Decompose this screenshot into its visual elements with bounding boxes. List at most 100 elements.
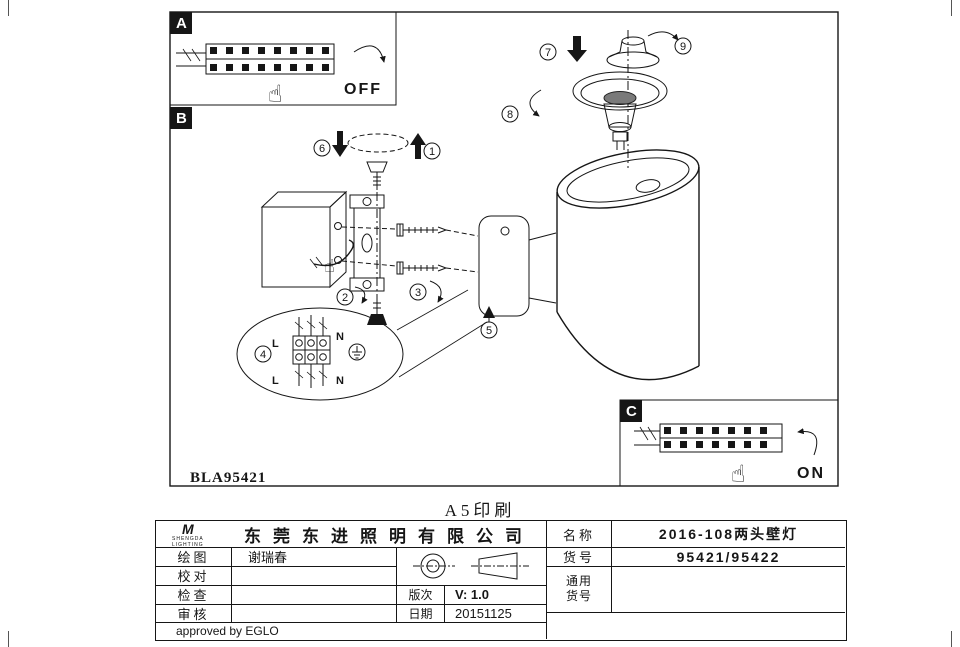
- registration-mark: [951, 0, 952, 16]
- projection-symbol: [397, 547, 546, 585]
- rotate-arrow-icon: [647, 31, 679, 41]
- date-value: 20151125: [455, 605, 512, 621]
- version-value: V: 1.0: [455, 587, 489, 602]
- print-size-note: A5印刷: [444, 501, 516, 520]
- junction-box: [260, 190, 397, 289]
- panel-a-label: A: [176, 15, 187, 32]
- cable: [176, 48, 206, 67]
- review-value: [232, 604, 396, 622]
- common-item-label-line1: 通用: [565, 574, 592, 588]
- callout-5: [480, 321, 498, 339]
- table-grid-line: [156, 585, 546, 586]
- rotate-arrow-icon: [529, 89, 542, 117]
- on-label: ON: [797, 465, 825, 482]
- table-grid-line: [396, 547, 397, 622]
- logo-mark: M: [182, 521, 194, 537]
- callout-2-number: 2: [342, 292, 348, 304]
- callout-1-number: 1: [429, 146, 435, 158]
- approved-note: approved by EGLO: [176, 623, 279, 638]
- panel-c-label: C: [626, 403, 637, 420]
- exploded-view: 7 9 8 5 6: [190, 30, 700, 486]
- callout-7: [539, 43, 557, 61]
- mounting-screw: [396, 223, 479, 237]
- draw-label: 绘图: [177, 550, 210, 565]
- name-label: 名称: [562, 527, 595, 543]
- item-no-label: 货号: [562, 550, 595, 565]
- callout-4: [254, 345, 272, 363]
- callout-4-number: 4: [260, 349, 266, 361]
- callout-8-number: 8: [507, 109, 513, 121]
- review-label: 审核: [177, 606, 210, 622]
- panel-b-label: B: [176, 110, 187, 127]
- inspect-label: 检查: [177, 588, 210, 603]
- title-block: M SHENGDA LIGHTING 东莞东进照明有限公司 名称 2016-10…: [155, 520, 847, 641]
- terminal-n-top: N: [336, 331, 344, 343]
- version-label: 版次: [408, 588, 433, 602]
- name-value: 2016-108两头壁灯: [658, 526, 799, 542]
- pointing-hand-icon: ☝: [268, 81, 283, 108]
- callout-9: [674, 37, 692, 55]
- table-grid-line: [546, 612, 845, 613]
- table-grid-line: [444, 585, 445, 622]
- table-grid-line: [156, 547, 845, 548]
- projection-cone-icon: [471, 552, 529, 580]
- pointing-hand-icon: ☝: [324, 256, 335, 276]
- panel-b-badge: [170, 107, 192, 129]
- date-label: 日期: [408, 606, 433, 621]
- table-grid-line: [611, 521, 612, 612]
- registration-mark: [8, 631, 9, 647]
- inspect-value: [232, 585, 396, 604]
- table-grid-line: [156, 566, 396, 567]
- up-arrow-icon: [483, 306, 495, 318]
- fixing-screw-vertical: [366, 161, 388, 325]
- callout-2: [336, 288, 354, 306]
- panel-c: C ☝ ON: [619, 399, 839, 488]
- wire-into-plate: [309, 239, 354, 269]
- callout-5-number: 5: [486, 325, 492, 337]
- terminal-strip: [205, 43, 335, 75]
- registration-mark: [951, 631, 952, 647]
- company-logo: M SHENGDA LIGHTING: [156, 521, 231, 547]
- panel-b-badge-group: B: [170, 107, 192, 129]
- rotate-arrow-icon: [797, 428, 818, 456]
- table-grid-line: [546, 521, 547, 639]
- callout-1: [423, 142, 441, 160]
- panel-c-badge: [620, 400, 642, 422]
- rotate-arrow-icon: [353, 45, 386, 63]
- draw-value: 谢瑞春: [248, 550, 288, 565]
- callout-7-number: 7: [545, 47, 551, 59]
- terminal-l-bottom: L: [272, 375, 279, 387]
- wiring-detail-balloon: L N L N 4: [236, 289, 488, 401]
- table-grid-line: [156, 604, 546, 605]
- earth-ground-icon: [348, 343, 366, 361]
- registration-mark: [8, 0, 9, 16]
- proof-label: 校对: [177, 569, 210, 584]
- callout-6: [313, 139, 331, 157]
- callout-8: [501, 105, 519, 123]
- item-no-value: 95421/95422: [676, 548, 781, 565]
- wall-bracket: [478, 215, 557, 317]
- common-item-label-line2: 货号: [565, 589, 592, 603]
- table-grid-line: [156, 622, 546, 623]
- up-arrow-icon: [410, 133, 426, 159]
- rotate-arrow-icon: [354, 286, 368, 304]
- terminal-l-top: L: [272, 338, 279, 350]
- cable: [634, 426, 660, 446]
- callout-9-number: 9: [680, 41, 686, 53]
- mounting-screw: [396, 261, 479, 275]
- rotate-arrow-icon: [429, 280, 444, 303]
- lamp-cylinder: [556, 149, 700, 381]
- off-label: OFF: [344, 81, 382, 98]
- common-item-value: [612, 566, 845, 612]
- callout-6-number: 6: [319, 143, 325, 155]
- projection-circle-icon: [413, 553, 455, 579]
- proof-value: [232, 566, 396, 585]
- mounting-plate: [349, 194, 385, 292]
- cap-knob: [606, 36, 660, 69]
- down-arrow-icon: [567, 36, 587, 62]
- logo-text-1: SHENGDA: [172, 536, 204, 542]
- common-item-label: 通用 货号: [547, 566, 611, 612]
- company-name: 东莞东进照明有限公司: [244, 526, 534, 546]
